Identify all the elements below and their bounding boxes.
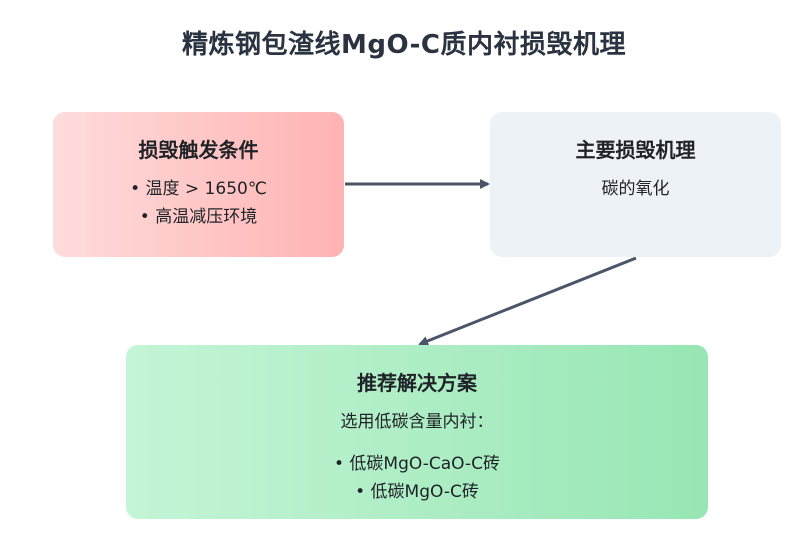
solution-item-mgo-c: • 低碳MgO-C砖 [355,482,479,502]
diagram-title: 精炼钢包渣线MgO-C质内衬损毁机理 [182,30,626,60]
damage-mechanism-box: 主要损毁机理 碳的氧化 [490,112,781,257]
damage-mechanism-text: 碳的氧化 [601,179,670,199]
arrow-mechanism-to-solution [418,256,637,346]
solution-intro: 选用低碳含量内衬： [340,412,494,432]
recommended-solution-title: 推荐解决方案 [357,371,477,395]
condition-vacuum: • 高温减压环境 [139,207,258,227]
trigger-conditions-title: 损毁触发条件 [138,138,259,162]
condition-temperature: • 温度 > 1650℃ [130,179,267,199]
recommended-solution-box: 推荐解决方案 选用低碳含量内衬： • 低碳MgO-CaO-C砖 • 低碳MgO-… [126,345,708,519]
trigger-conditions-box: 损毁触发条件 • 温度 > 1650℃ • 高温减压环境 [53,112,344,257]
damage-mechanism-title: 主要损毁机理 [575,138,696,162]
solution-item-mgo-cao-c: • 低碳MgO-CaO-C砖 [333,454,501,474]
